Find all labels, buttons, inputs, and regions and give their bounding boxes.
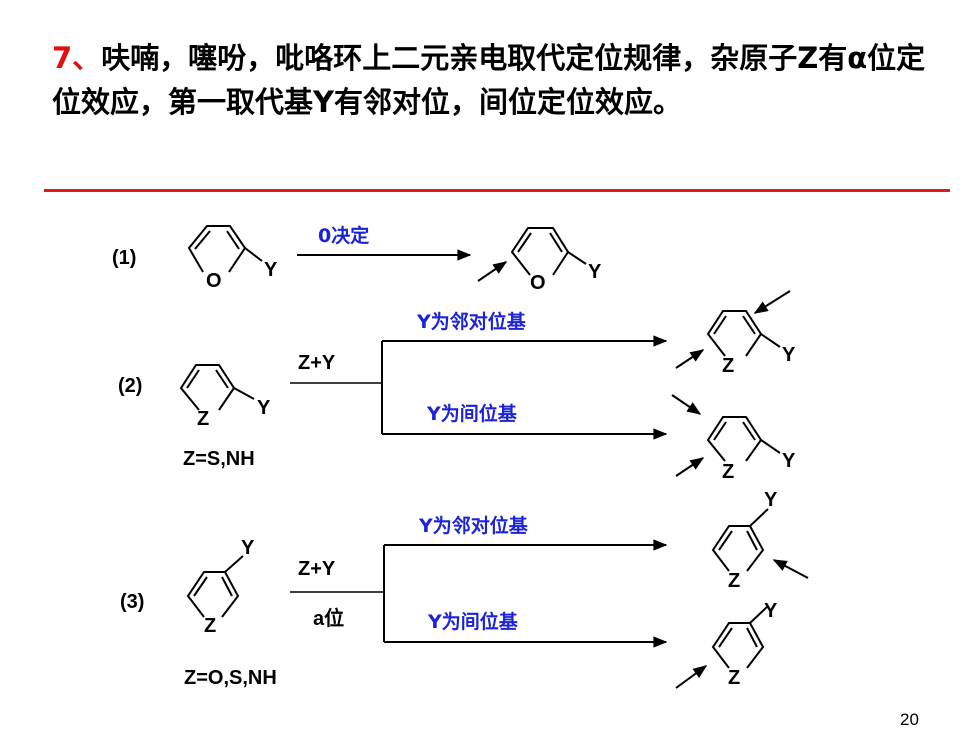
case2-top-arrow-alpha bbox=[675, 349, 705, 369]
case2-reactant-substituent: Y bbox=[257, 397, 271, 419]
page-number: 20 bbox=[900, 710, 919, 729]
case3-top-arrow-alpha bbox=[772, 559, 809, 579]
furan-reactant-atom: O bbox=[206, 270, 222, 292]
title-divider bbox=[44, 189, 950, 192]
case2-product-top-ring bbox=[706, 310, 781, 357]
case3-branch-top-text: Y为邻对位基 bbox=[418, 514, 529, 537]
case3-label: (3) bbox=[120, 591, 144, 613]
case2-top-arrow-beta bbox=[753, 290, 791, 314]
case3-product-top-ring bbox=[711, 508, 769, 572]
case2-reactant-atom: Z bbox=[197, 408, 209, 430]
case1-position-arrow bbox=[477, 261, 508, 282]
case2-branch-bottom-text: Y为间位基 bbox=[426, 402, 518, 425]
case3-reactant-substituent: Y bbox=[241, 537, 255, 559]
case2-product-top-substituent: Y bbox=[782, 344, 796, 366]
case2-product-top-atom: Z bbox=[722, 355, 734, 377]
case3-reagent: Z+Y bbox=[298, 558, 336, 580]
case1-label: (1) bbox=[112, 247, 136, 269]
case3-product-top-atom: Z bbox=[728, 570, 740, 592]
title-text: 呋喃，噻吩，吡咯环上二元亲电取代定位规律，杂原子Z有α位定位效应，第一取代基Y有… bbox=[52, 41, 926, 119]
title-number: 7、 bbox=[52, 41, 102, 75]
case2-product-bottom-substituent: Y bbox=[782, 450, 796, 472]
case3-branch-bottom-text: Y为间位基 bbox=[427, 610, 519, 633]
case1-reagent: 0决定 bbox=[318, 224, 369, 247]
case2-reactant-ring bbox=[179, 364, 255, 411]
furan-reactant-substituent: Y bbox=[264, 259, 278, 281]
case2-bottom-arrow-alpha bbox=[675, 457, 705, 477]
case3-product-bottom-atom: Z bbox=[728, 667, 740, 689]
case2-branch-top-text: Y为邻对位基 bbox=[416, 310, 527, 333]
case2-bottom-arrow-beta bbox=[671, 394, 702, 415]
case2-product-bottom-atom: Z bbox=[722, 461, 734, 483]
case3-product-bottom-substituent: Y bbox=[764, 600, 778, 622]
case3-product-bottom-ring bbox=[711, 605, 769, 669]
case2-reagent: Z+Y bbox=[298, 352, 336, 374]
slide-title: 7、呋喃，噻吩，吡咯环上二元亲电取代定位规律，杂原子Z有α位定位效应，第一取代基… bbox=[52, 36, 952, 124]
case3-reactant-atom: Z bbox=[204, 615, 216, 637]
case3-condition: Z=O,S,NH bbox=[184, 667, 277, 689]
furan-product bbox=[510, 227, 587, 276]
furan-product-substituent: Y bbox=[588, 261, 602, 283]
case2-condition: Z=S,NH bbox=[183, 448, 255, 470]
case2-product-bottom-ring bbox=[706, 416, 781, 462]
case3-position-note: a位 bbox=[313, 606, 344, 630]
case3-reactant-ring bbox=[186, 555, 244, 618]
furan-product-atom: O bbox=[530, 272, 546, 294]
case2-label: (2) bbox=[118, 375, 142, 397]
furan-reactant bbox=[187, 225, 263, 273]
case3-bottom-arrow-alpha bbox=[675, 665, 708, 689]
case3-product-top-substituent: Y bbox=[764, 489, 778, 511]
